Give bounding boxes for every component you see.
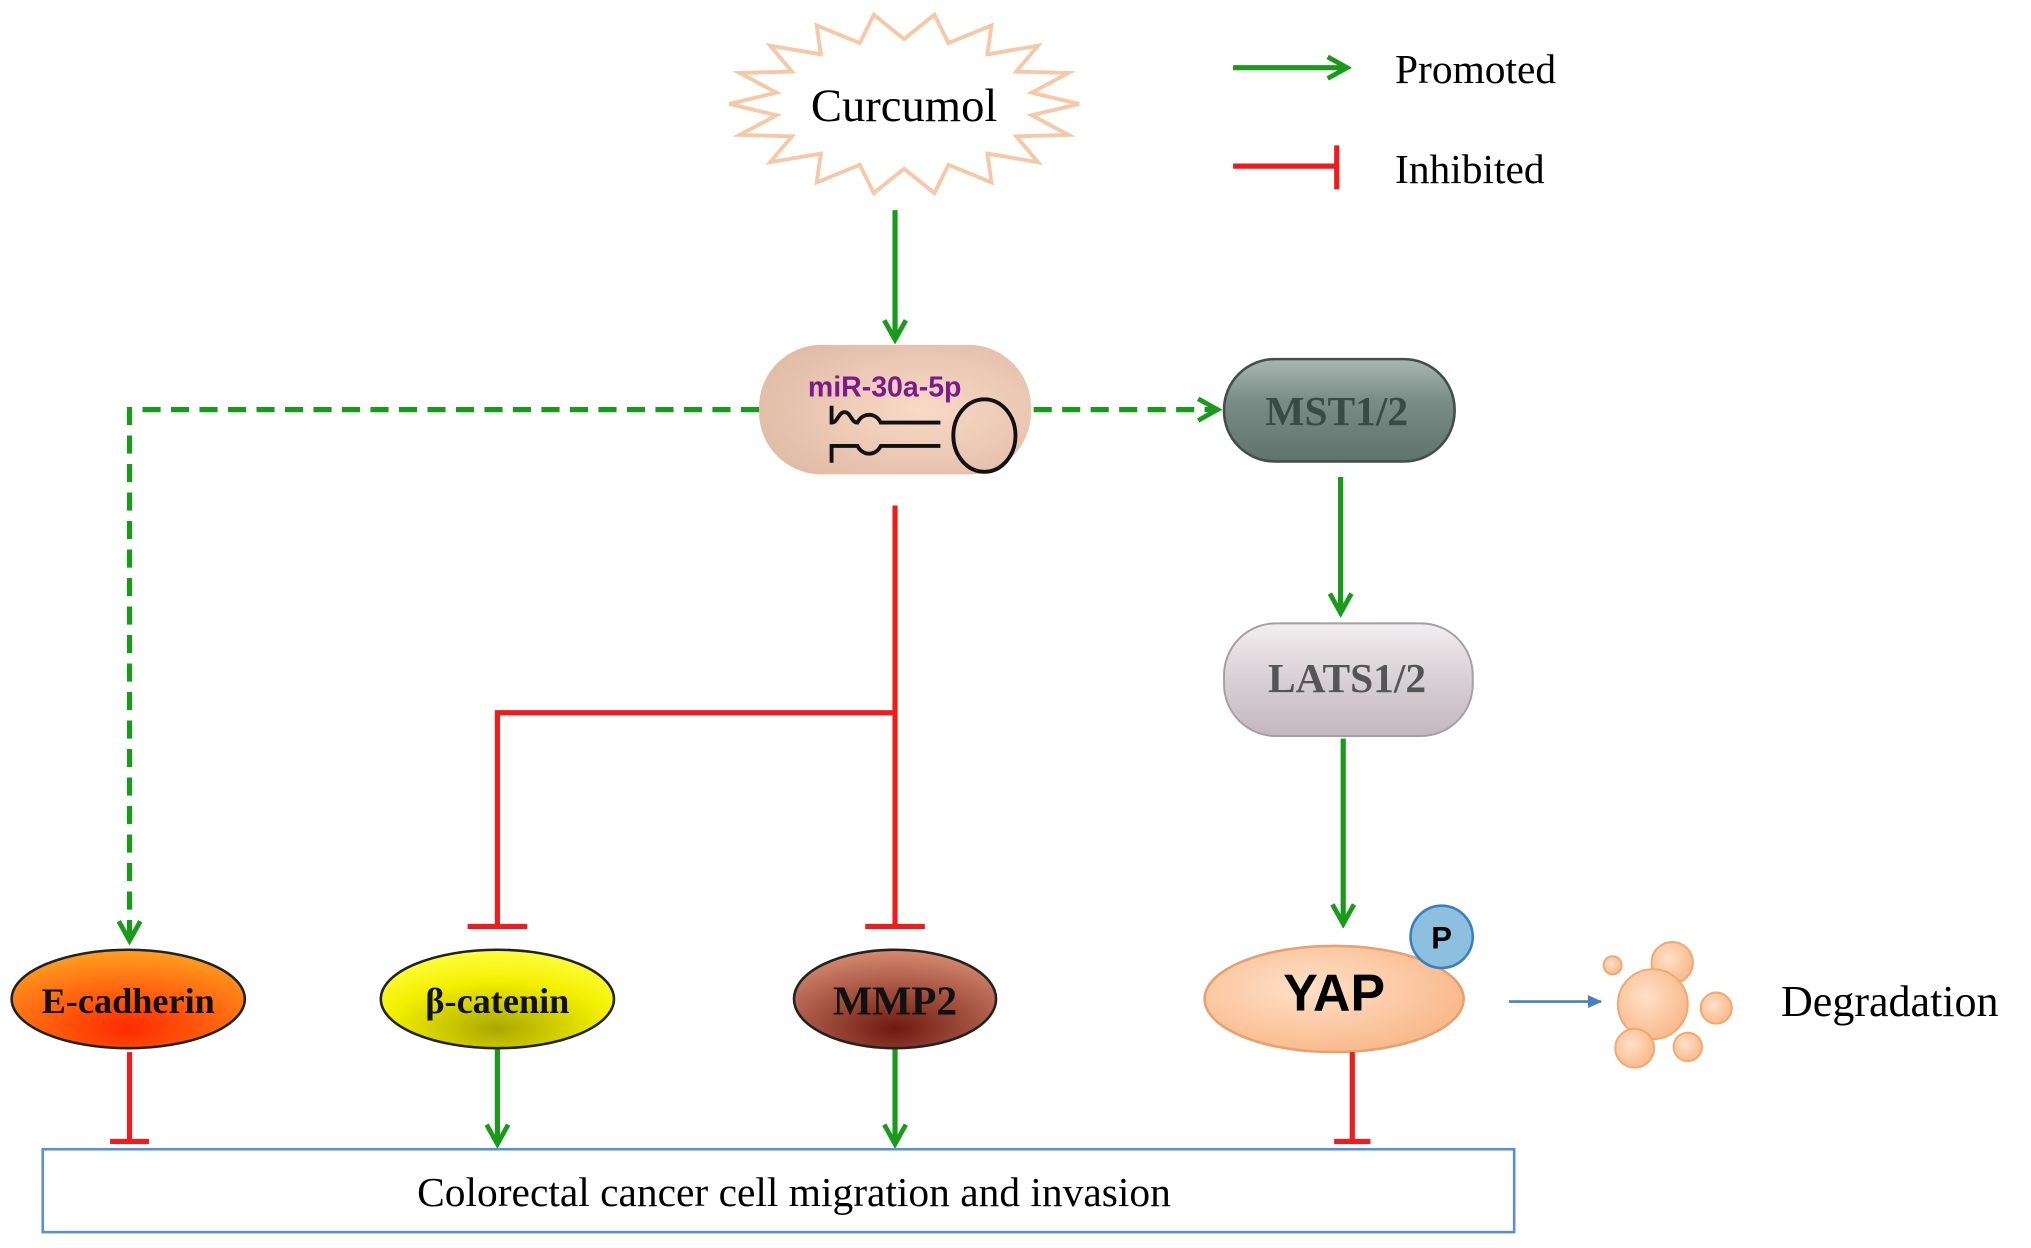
- mst-label: MST1/2: [1265, 388, 1408, 434]
- hairpin-rna-icon: [829, 397, 1018, 474]
- ecadherin-inhibits-outcome: [110, 1052, 149, 1145]
- legend-promoted: Promoted: [1395, 46, 1556, 92]
- mirna-inhibition-lines: [467, 505, 925, 930]
- legend-inhibited: Inhibited: [1395, 146, 1545, 192]
- yap-inhibits-outcome: [1334, 1052, 1371, 1145]
- yap-node: YAP P: [1203, 904, 1475, 1054]
- mmp2-node: MMP2: [792, 948, 998, 1050]
- outcome-box: Colorectal cancer cell migration and inv…: [41, 1147, 1516, 1234]
- ecadherin-label: E-cadherin: [42, 981, 215, 1021]
- curcumol-node: Curcumol: [728, 11, 1080, 197]
- mirna-to-ecadherin-arrow: [130, 407, 760, 941]
- mirna-label: miR-30a-5p: [808, 372, 962, 404]
- starburst-icon: [728, 11, 1080, 197]
- inhibited-bar-icon: [1233, 145, 1340, 190]
- lats-label: LATS1/2: [1268, 655, 1426, 701]
- phosphate-badge: [1409, 904, 1475, 970]
- mst-node: MST1/2: [1222, 357, 1456, 463]
- mirna-node: miR-30a-5p: [759, 344, 1032, 475]
- yap-label: YAP: [1283, 964, 1385, 1022]
- phosphate-label: P: [1431, 920, 1452, 955]
- degradation-label: Degradation: [1781, 977, 1999, 1026]
- bcatenin-node: β-catenin: [379, 948, 616, 1050]
- degradation-fragments-icon: [1602, 941, 1733, 1069]
- curcumol-label: Curcumol: [811, 80, 998, 132]
- lats-node: LATS1/2: [1223, 622, 1474, 738]
- ecadherin-node: E-cadherin: [10, 948, 247, 1050]
- bcatenin-label: β-catenin: [425, 981, 569, 1021]
- outcome-label: Colorectal cancer cell migration and inv…: [417, 1169, 1171, 1215]
- legend: Promoted Inhibited: [1233, 46, 1556, 192]
- mmp2-label: MMP2: [833, 978, 957, 1024]
